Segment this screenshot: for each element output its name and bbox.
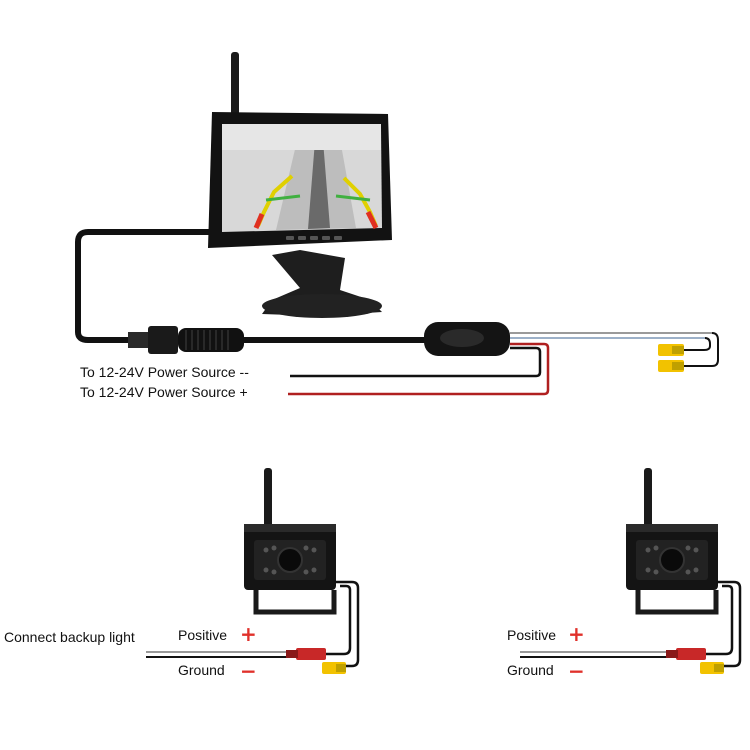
camera-2-lens (659, 547, 685, 573)
camera-1-led-ring (263, 545, 317, 575)
camera-2-red-connector (676, 648, 706, 660)
inline-fuse-icon (424, 322, 510, 356)
camera-2-led-ring (645, 545, 699, 575)
monitor-stand-base (262, 294, 382, 318)
power-wire-positive (288, 342, 550, 396)
power-wire-negative (290, 346, 542, 378)
camera-1-bracket (253, 590, 337, 615)
camera-2-cable (716, 580, 742, 668)
screen-road-lane (308, 128, 330, 229)
monitor-antenna-icon (231, 52, 239, 122)
camera-2 (626, 468, 719, 615)
plus-icon: + (240, 622, 257, 646)
guide-line-right-red (365, 210, 379, 230)
camera-1-red-connector (296, 648, 326, 660)
label-cam2-ground: Ground (507, 662, 554, 678)
monitor-icon (208, 52, 392, 318)
rca-signal-wires (510, 332, 719, 367)
guide-line-left-red (253, 213, 265, 229)
camera-2-cable-b (680, 584, 734, 656)
minus-icon: − (240, 659, 257, 683)
minus-icon: − (568, 659, 585, 683)
aviation-connector (128, 326, 244, 354)
monitor-buttons (286, 236, 342, 240)
label-cam1-positive: Positive (178, 627, 228, 643)
plus-icon: + (568, 622, 585, 646)
camera-1-cable (334, 580, 360, 668)
label-connect-backup-light: Connect backup light (4, 629, 135, 645)
screen-sky (222, 124, 381, 150)
camera-2-bracket (635, 590, 719, 615)
camera-1-rca-connector-icon (322, 662, 346, 674)
rca-connector-icon (658, 344, 684, 372)
label-cam2-positive: Positive (507, 627, 557, 643)
camera-1-antenna-icon (264, 468, 272, 530)
camera-2-antenna-icon (644, 468, 652, 530)
camera-2-rca-connector-icon (700, 662, 724, 674)
monitor-power-cable (75, 229, 210, 343)
camera-1 (244, 468, 337, 615)
label-cam1-ground: Ground (178, 662, 225, 678)
camera-1-cable-b (300, 584, 352, 656)
label-power-negative: To 12-24V Power Source -- (80, 364, 249, 380)
label-power-positive: To 12-24V Power Source + (80, 384, 248, 400)
guide-line-mid (265, 194, 371, 202)
camera-1-lens (277, 547, 303, 573)
